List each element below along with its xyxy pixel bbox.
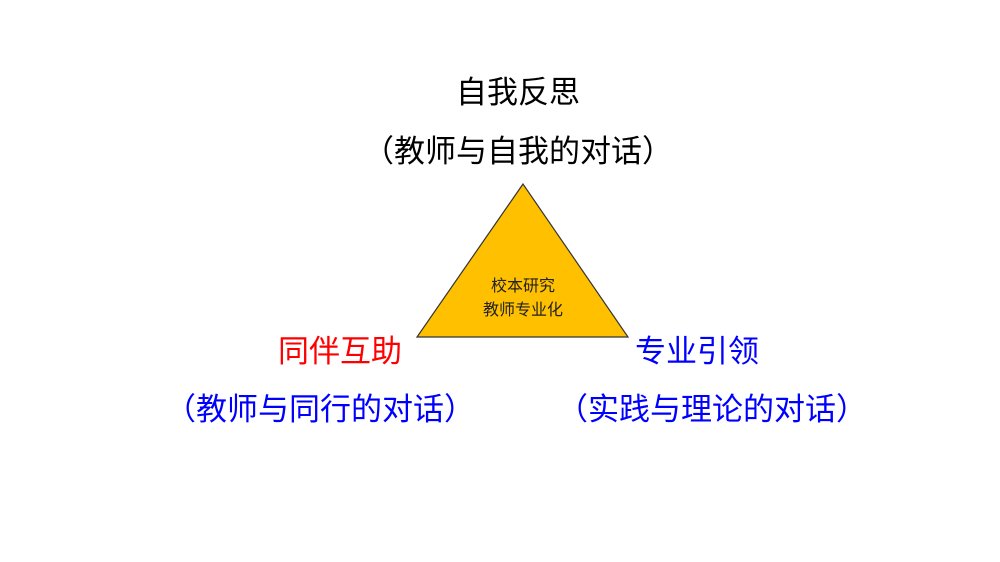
center-triangle [415,182,630,338]
center-label-line1: 校本研究 [490,276,556,295]
left-title: 同伴互助 [278,334,402,370]
center-label-line2: 教师专业化 [482,300,564,319]
left-subtitle: （教师与同行的对话） [165,392,475,428]
right-title: 专业引领 [635,334,759,370]
top-title: 自我反思 [456,75,580,111]
top-subtitle: （教师与自我的对话） [363,134,673,170]
right-subtitle: （实践与理论的对话） [557,392,867,428]
